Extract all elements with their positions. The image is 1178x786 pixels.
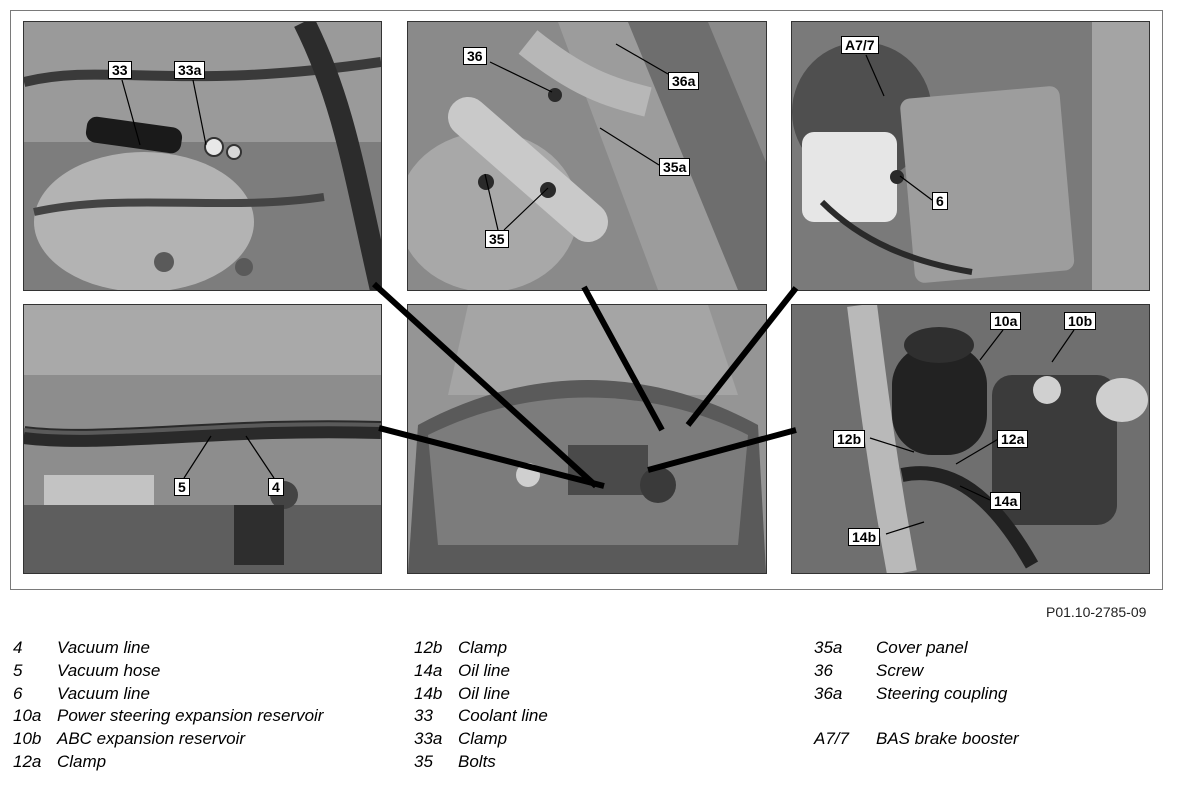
legend-text: Vacuum line: [57, 638, 150, 657]
legend-text: Clamp: [57, 751, 107, 771]
legend-code: 36a: [814, 683, 843, 703]
legend-text: Steering coupling: [876, 683, 1008, 703]
callout-33a: 33a: [174, 61, 206, 79]
callout-35a: 35a: [659, 158, 691, 176]
legend-text: Vacuum hose: [57, 660, 161, 680]
legend-code: 4: [13, 638, 23, 657]
legend-item: A7/7 BAS brake booster: [814, 728, 1019, 751]
legend-code: 14a: [414, 660, 443, 680]
photo-brake-booster-art: [792, 22, 1149, 290]
callout-6: 6: [932, 192, 948, 210]
legend-item: 35 Bolts: [414, 751, 548, 774]
callout-36: 36: [463, 47, 487, 65]
legend-item: 5 Vacuum hose: [13, 660, 323, 683]
callout-10a: 10a: [990, 312, 1022, 330]
legend-item: 12b Clamp: [414, 637, 548, 660]
callout-10b: 10b: [1064, 312, 1097, 330]
legend-code: 5: [13, 660, 23, 680]
photo-brake-booster: [791, 21, 1150, 291]
legend-code: 6: [13, 683, 23, 703]
legend-code: 35: [414, 751, 433, 771]
legend-item: 10a Power steering expansion reservoir: [13, 705, 323, 728]
callout-33: 33: [108, 61, 132, 79]
photo-steering-coupling: [407, 21, 767, 291]
photo-engine-bay-overview-art: [408, 305, 766, 573]
legend-item: 36a Steering coupling: [814, 683, 1019, 706]
legend-item: 35a Cover panel: [814, 637, 1019, 660]
legend-text: Clamp: [458, 638, 508, 657]
legend-item: 33a Clamp: [414, 728, 548, 751]
callout-14a: 14a: [990, 492, 1022, 510]
legend-text: Oil line: [458, 683, 510, 703]
legend-text: Cover panel: [876, 638, 968, 657]
legend-text: BAS brake booster: [876, 729, 1019, 749]
legend-code: 36: [814, 660, 833, 680]
legend-item: 4 Vacuum line: [13, 637, 323, 660]
legend-column-3: 35a Cover panel 36 Screw 36a Steering coupl…: [814, 637, 1019, 751]
legend-code: A7/7: [814, 729, 849, 749]
legend-text: Screw: [876, 660, 924, 680]
legend-item: 12a Clamp: [13, 751, 323, 774]
photo-vacuum-hose: [23, 304, 382, 574]
legend-code: 33: [414, 706, 433, 726]
photo-vacuum-hose-art: [24, 305, 381, 573]
legend-code: 33a: [414, 729, 443, 749]
legend-item: 36 Screw: [814, 660, 1019, 683]
legend-code: 10b: [13, 729, 42, 749]
callout-a77: A7/7: [841, 36, 879, 54]
legend-text: Clamp: [458, 729, 508, 749]
figure-id: P01.10-2785-09: [1046, 604, 1147, 620]
legend-text: Oil line: [458, 660, 510, 680]
legend-item: 14b Oil line: [414, 683, 548, 706]
legend-code: 35a: [814, 638, 843, 657]
callout-5: 5: [174, 478, 190, 496]
callout-35: 35: [485, 230, 509, 248]
legend-spacer: [814, 705, 1019, 728]
callout-12b: 12b: [833, 430, 866, 448]
legend-text: Coolant line: [458, 706, 548, 726]
legend-code: 14b: [414, 683, 443, 703]
legend-text: Vacuum line: [57, 683, 150, 703]
callout-4: 4: [268, 478, 284, 496]
legend-code: 12b: [414, 638, 443, 657]
legend-text: ABC expansion reservoir: [57, 729, 246, 749]
legend-text: Power steering expansion reservoir: [57, 706, 324, 726]
legend-code: 10a: [13, 706, 42, 726]
legend-code: 12a: [13, 751, 42, 771]
legend-item: 33 Coolant line: [414, 705, 548, 728]
callout-36a: 36a: [668, 72, 700, 90]
legend-item: 14a Oil line: [414, 660, 548, 683]
legend-text: Bolts: [458, 751, 496, 771]
legend-item: 6 Vacuum line: [13, 683, 323, 706]
photo-steering-coupling-art: [408, 22, 766, 290]
legend-item: 10b ABC expansion reservoir: [13, 728, 323, 751]
callout-14b: 14b: [848, 528, 881, 546]
photo-engine-bay-overview: [407, 304, 767, 574]
callout-12a: 12a: [997, 430, 1029, 448]
